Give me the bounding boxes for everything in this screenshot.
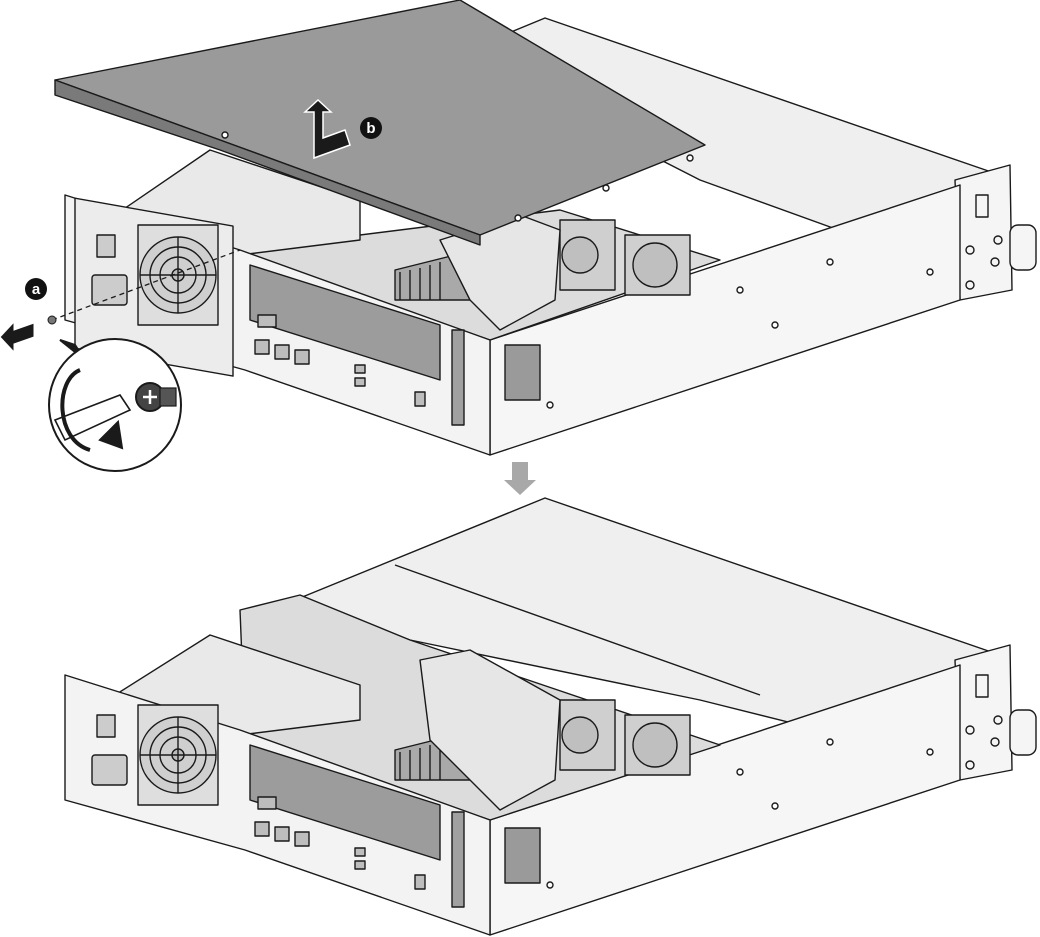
removed-screw-icon <box>47 315 57 325</box>
vent-strip-2 <box>451 811 465 908</box>
internal-fans-2 <box>559 699 691 776</box>
io-vent-mesh <box>249 264 441 381</box>
air-duct-2 <box>419 649 561 811</box>
psu-fan <box>137 224 219 326</box>
callout-a-label: a <box>32 281 41 298</box>
power-inlet-2 <box>91 754 128 786</box>
zoom-detail <box>48 338 182 472</box>
power-switch-2 <box>96 714 116 738</box>
psu-fan-2 <box>137 704 219 806</box>
callout-b-label: b <box>366 120 375 137</box>
rack-ear-right-2 <box>954 644 1037 781</box>
vent-grid <box>504 344 541 401</box>
down-arrow-icon <box>504 462 536 495</box>
rack-ear-right <box>954 164 1037 301</box>
top-cover-edge <box>54 79 481 246</box>
phillips-screw-icon <box>135 382 177 412</box>
power-inlet <box>91 274 128 306</box>
lift-arrow-icon <box>303 98 351 160</box>
internal-fans <box>559 219 691 296</box>
power-switch <box>96 234 116 258</box>
callout-a: a <box>25 278 47 300</box>
nas-unit-step-1 <box>54 0 1037 456</box>
left-arrow-icon <box>0 320 35 354</box>
io-ports <box>254 314 426 407</box>
nas-unit-step-2 <box>64 497 1037 936</box>
vent-strip <box>451 329 465 426</box>
io-vent-mesh-2 <box>249 744 441 861</box>
io-ports-2 <box>254 796 426 890</box>
screw-guide-line <box>51 249 241 321</box>
vent-grid-2 <box>504 827 541 884</box>
counterclockwise-rotation-icon <box>60 368 91 452</box>
callout-b: b <box>360 117 382 139</box>
